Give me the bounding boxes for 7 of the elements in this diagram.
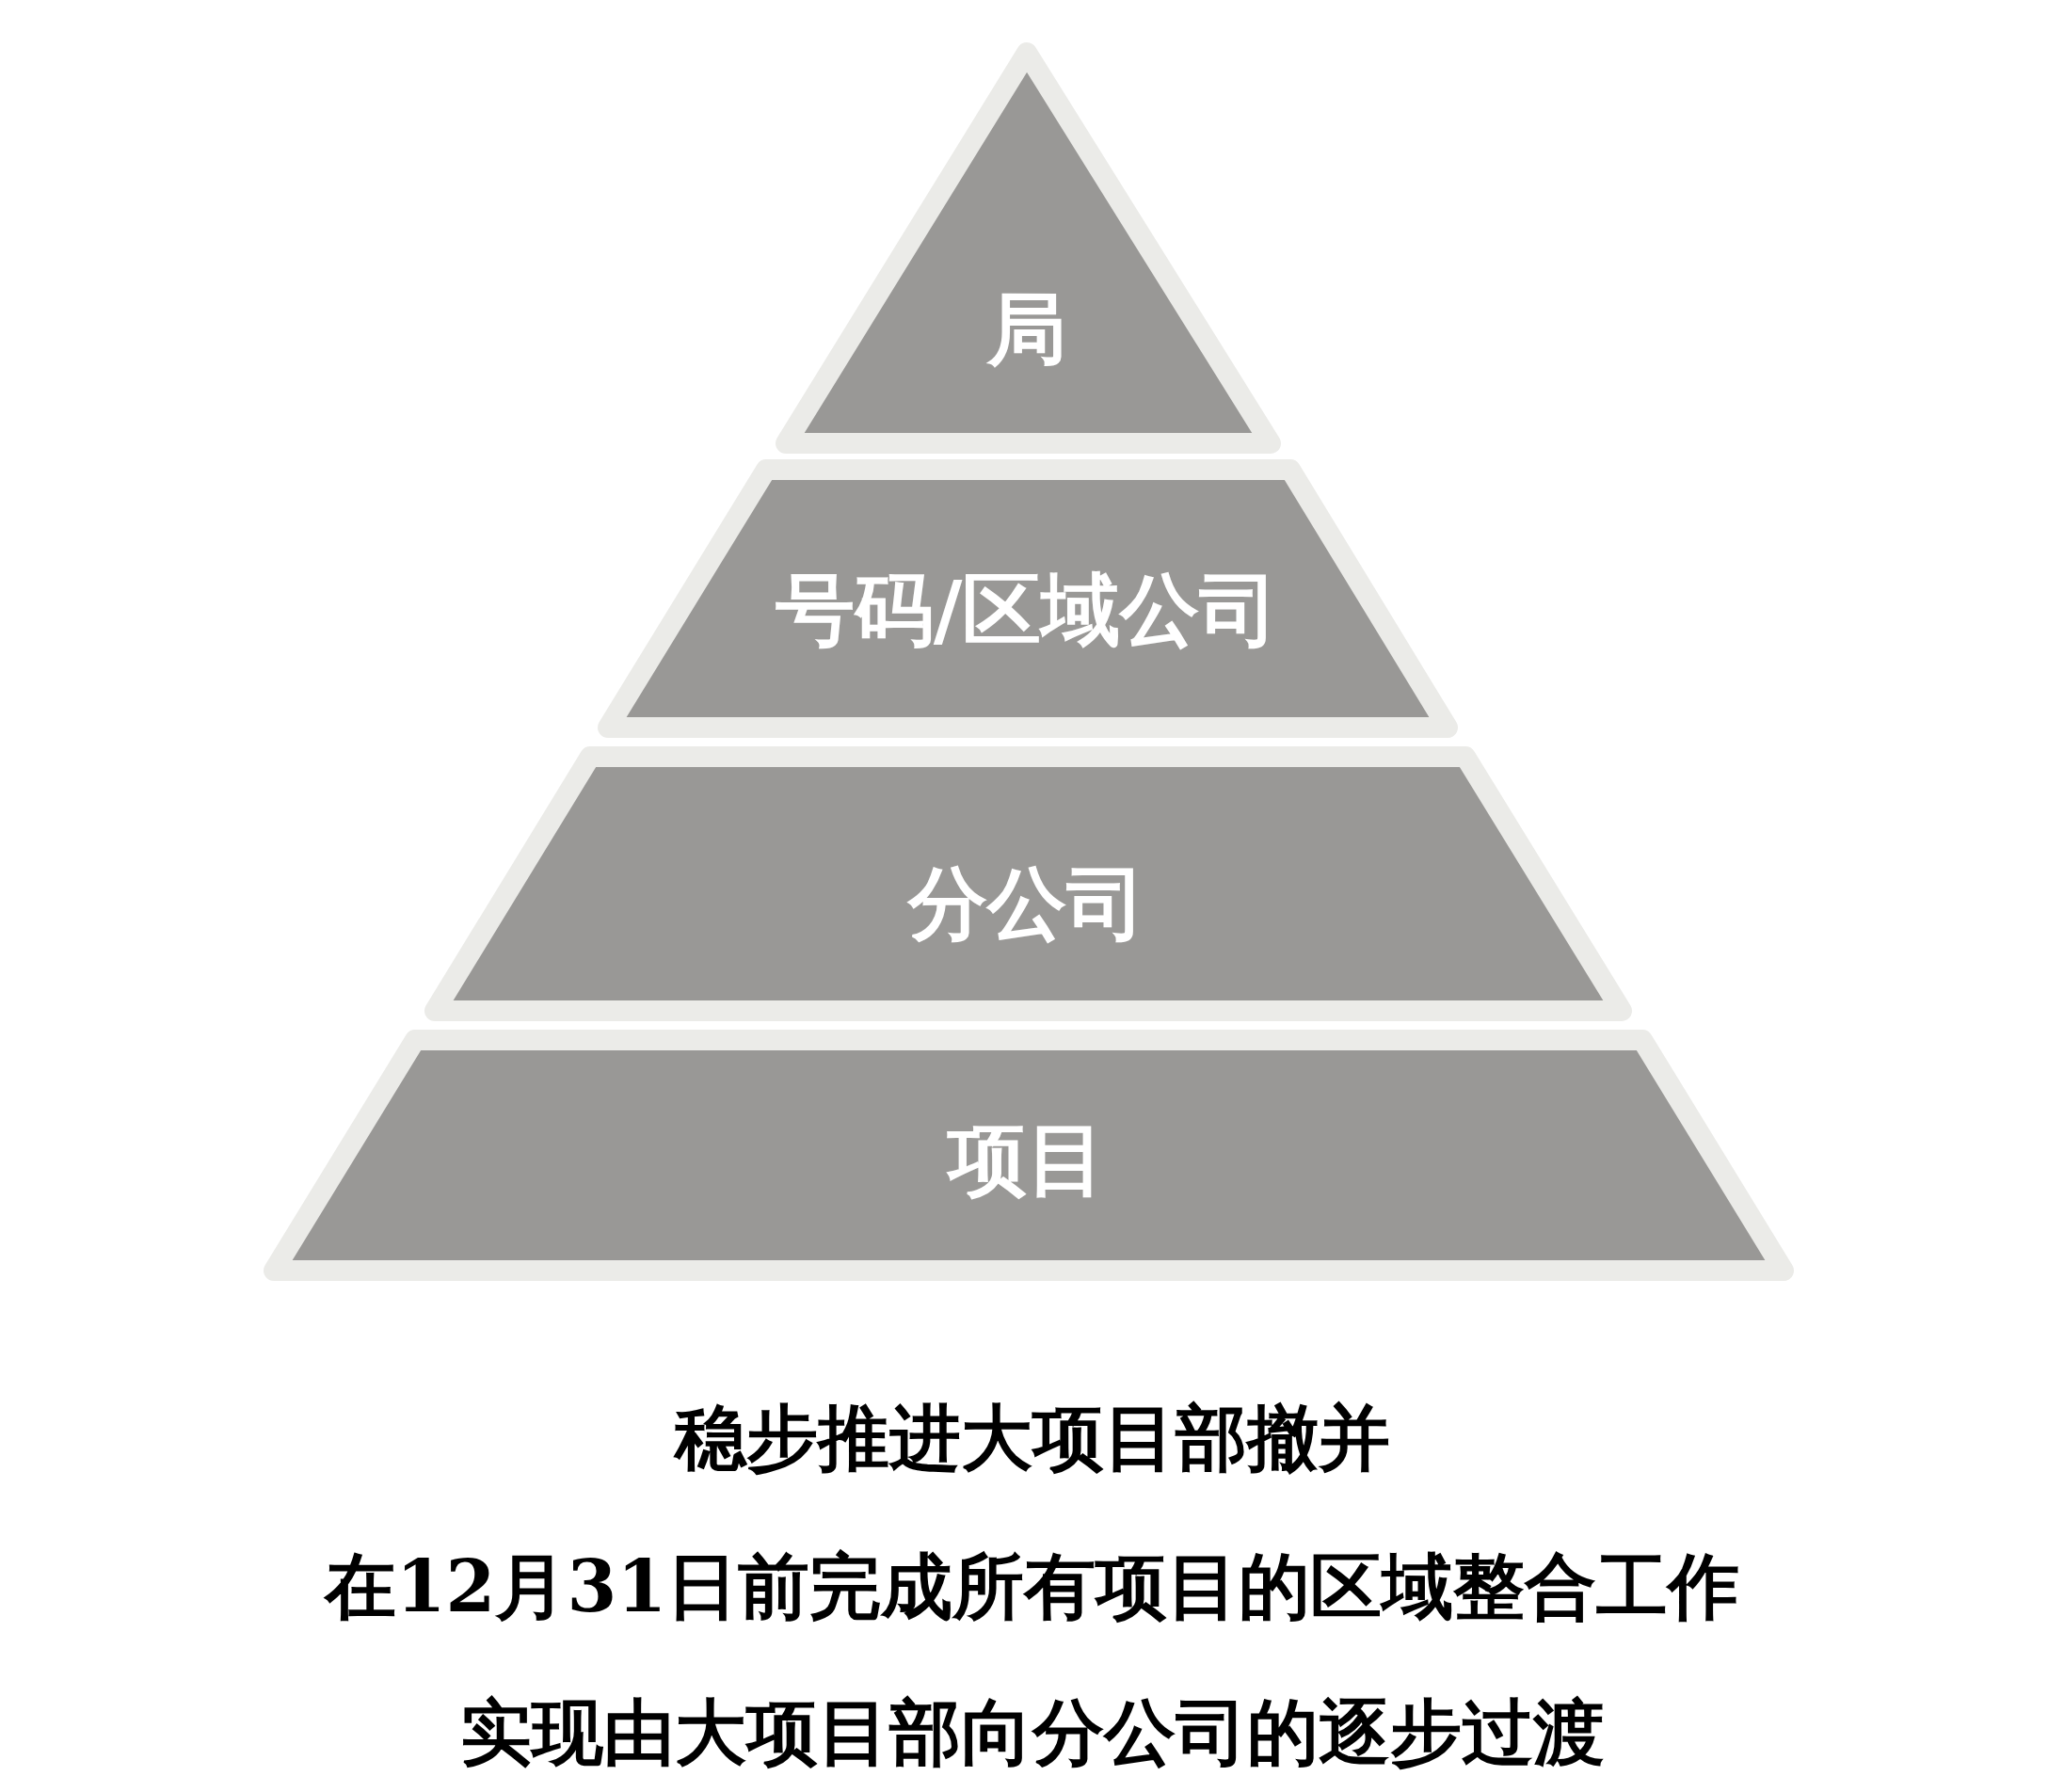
level-label: 分公司 [908,864,1145,943]
level-label: 局 [987,290,1066,369]
caption-line: 稳步推进大项目部撤并 [672,1402,1391,1474]
caption-line: 在12月31日前完成所有项目的区域整合工作 [323,1551,1741,1623]
caption-line: 实现由大项目部向分公司的逐步过渡 [458,1697,1606,1768]
level-label: 项目 [948,1120,1106,1199]
level-label: 号码/区域公司 [775,570,1279,649]
